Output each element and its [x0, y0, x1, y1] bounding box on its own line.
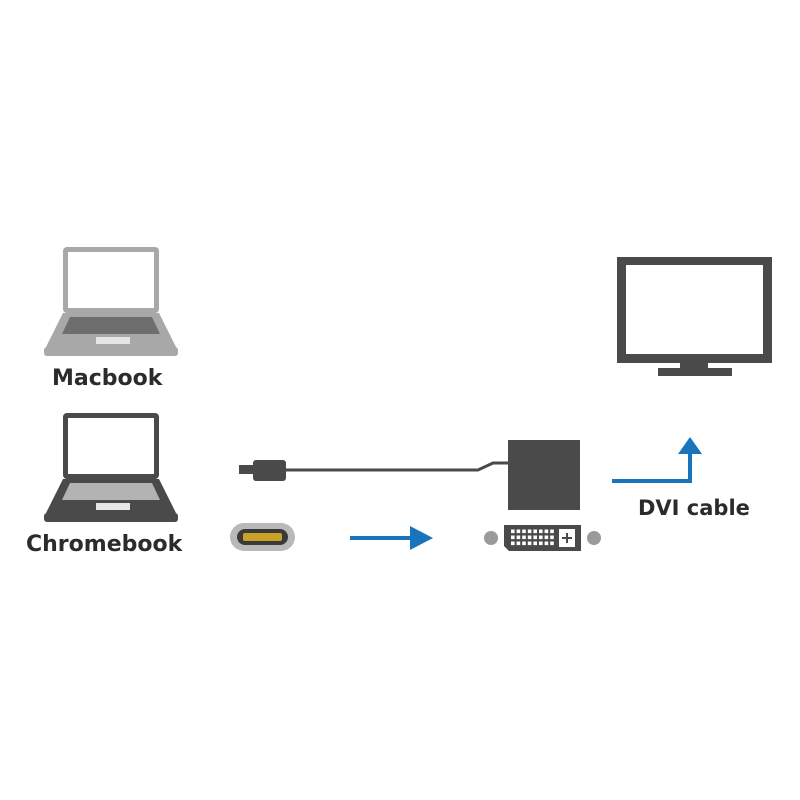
dvi-pin — [544, 541, 549, 546]
usb-c-port-icon — [230, 523, 295, 551]
usb-c-plug-icon — [239, 460, 286, 481]
dvi-pin — [533, 541, 537, 546]
macbook-laptop-icon — [44, 247, 178, 356]
dvi-pin — [527, 529, 532, 534]
dvi-pin — [544, 535, 549, 540]
dvi-pin — [533, 535, 537, 540]
dvi-pin — [511, 535, 515, 540]
dvi-pin — [539, 529, 543, 534]
dvi-pin — [550, 529, 554, 534]
dvi-pin — [522, 535, 526, 540]
dvi-pin — [522, 541, 526, 546]
dvi-pin — [511, 529, 515, 534]
arrow-right-icon — [350, 526, 433, 550]
dvi-pin — [516, 535, 521, 540]
dvi-port-icon — [484, 525, 601, 551]
dvi-pin — [516, 529, 521, 534]
dvi-pin — [544, 529, 549, 534]
dvi-adapter-icon — [508, 440, 580, 510]
adapter-cable — [286, 461, 508, 472]
dvi-pin — [539, 541, 543, 546]
dvi-pin — [550, 535, 554, 540]
arrow-up-right-icon — [612, 437, 702, 483]
chromebook-label: Chromebook — [26, 532, 183, 557]
dvi-pin — [550, 541, 554, 546]
dvi-pin — [539, 535, 543, 540]
macbook-label: Macbook — [52, 366, 163, 391]
chromebook-laptop-icon — [44, 413, 178, 522]
dvi-pin — [527, 535, 532, 540]
monitor-icon — [617, 257, 772, 376]
dvi-pin — [527, 541, 532, 546]
dvi-pin — [522, 529, 526, 534]
dvi-pin — [533, 529, 537, 534]
dvi-pin — [511, 541, 515, 546]
dvi-pin — [516, 541, 521, 546]
dvi-cable-label: DVI cable — [638, 496, 750, 520]
